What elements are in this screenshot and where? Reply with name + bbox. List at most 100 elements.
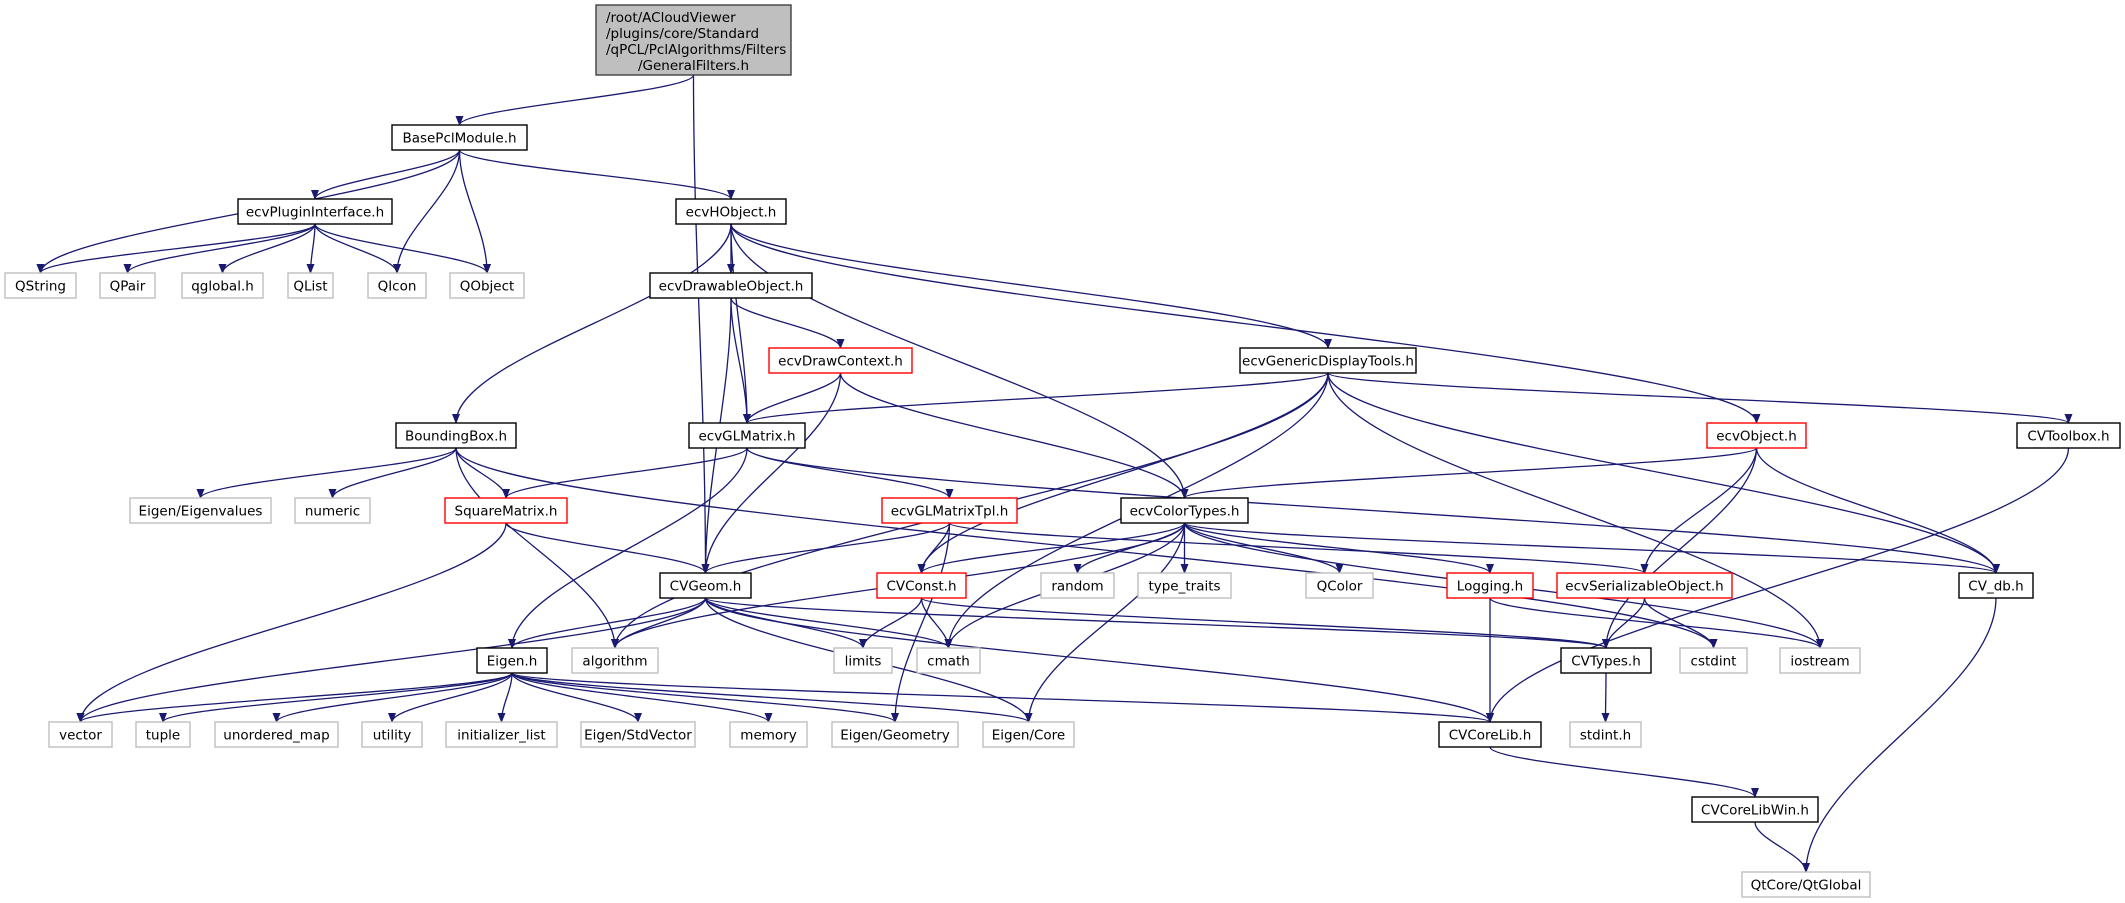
node-label: QColor bbox=[1317, 579, 1363, 595]
node-logging[interactable]: Logging.h bbox=[1446, 572, 1534, 599]
edge-eigenh-to-eigengeometry bbox=[511, 672, 899, 723]
node-label: vector bbox=[59, 728, 102, 744]
node-box bbox=[833, 647, 893, 674]
node-label: ecvGLMatrixTpl.h bbox=[891, 504, 1009, 520]
node-label: Eigen/Eigenvalues bbox=[139, 504, 263, 520]
edge-cvcorelib-to-cvcorelibwin bbox=[1489, 746, 1759, 798]
node-cvconst[interactable]: CVConst.h bbox=[876, 572, 967, 599]
node-label: ecvObject.h bbox=[1716, 429, 1797, 445]
node-label: BasePclModule.h bbox=[402, 131, 516, 147]
node-qobject: QObject bbox=[449, 272, 525, 299]
node-label: QList bbox=[293, 279, 327, 295]
node-cvtypes[interactable]: CVTypes.h bbox=[1560, 647, 1652, 674]
edge-eigenh-to-tuple bbox=[159, 672, 513, 723]
node-label: ecvDrawableObject.h bbox=[659, 279, 804, 295]
node-cvgeom[interactable]: CVGeom.h bbox=[659, 572, 752, 599]
node-root[interactable]: /root/ACloudViewer/plugins/core/Standard… bbox=[595, 4, 792, 76]
node-box bbox=[659, 572, 752, 599]
node-label: CV_db.h bbox=[1968, 579, 2023, 595]
edge-ecvglmatrixtpl-to-cvgeom bbox=[701, 522, 951, 574]
node-ecvplugininterface[interactable]: ecvPluginInterface.h bbox=[237, 198, 393, 225]
node-ecvdrawableobject[interactable]: ecvDrawableObject.h bbox=[649, 272, 813, 299]
node-label: iostream bbox=[1790, 654, 1849, 670]
node-box bbox=[1040, 572, 1115, 599]
node-ecvhobject[interactable]: ecvHObject.h bbox=[675, 198, 787, 225]
edge-ecvcolortypes-to-cvconst bbox=[917, 522, 1186, 574]
node-basepclmodule[interactable]: BasePclModule.h bbox=[391, 124, 528, 151]
node-label-line: /plugins/core/Standard bbox=[606, 26, 759, 42]
edge-ecvglmatrix-to-ecvglmatrixtpl bbox=[746, 447, 954, 499]
edge-ecvgenericdisplaytools-to-ecvglmatrix bbox=[743, 372, 1329, 424]
node-box bbox=[1446, 572, 1534, 599]
node-box bbox=[1120, 497, 1249, 524]
node-eigeneigenvalues: Eigen/Eigenvalues bbox=[129, 497, 272, 524]
node-label: Eigen/StdVector bbox=[584, 728, 692, 744]
edge-cvcorelibwin-to-qtglobal bbox=[1754, 821, 1810, 873]
node-label: stdint.h bbox=[1580, 728, 1631, 744]
node-qcolor: QColor bbox=[1305, 572, 1374, 599]
node-label: CVGeom.h bbox=[670, 579, 742, 595]
node-ecvcolortypes[interactable]: ecvColorTypes.h bbox=[1120, 497, 1249, 524]
edge-squarematrix-to-cvgeom bbox=[505, 522, 710, 574]
node-qlist: QList bbox=[287, 272, 334, 299]
node-eigenstdvector: Eigen/StdVector bbox=[580, 721, 696, 748]
node-label: QtCore/QtGlobal bbox=[1751, 878, 1862, 894]
edge-ecvdrawcontext-to-ecvcolortypes bbox=[839, 372, 1189, 499]
node-label-line: /root/ACloudViewer bbox=[606, 10, 736, 26]
node-box bbox=[445, 721, 558, 748]
node-ecvdrawcontext[interactable]: ecvDrawContext.h bbox=[768, 347, 913, 374]
node-stdint: stdint.h bbox=[1569, 721, 1642, 748]
node-label: cmath bbox=[927, 654, 970, 670]
node-ecvglmatrixtpl[interactable]: ecvGLMatrixTpl.h bbox=[881, 497, 1018, 524]
edge-ecvglmatrixtpl-to-eigengeometry bbox=[891, 522, 951, 723]
node-cvtoolbox[interactable]: CVToolbox.h bbox=[2016, 422, 2121, 449]
edge-boundingbox-to-numeric bbox=[328, 447, 457, 499]
node-label: initializer_list bbox=[457, 728, 545, 744]
node-label: utility bbox=[373, 728, 411, 744]
edge-eigenh-to-utility bbox=[388, 672, 513, 723]
node-box bbox=[287, 272, 334, 299]
node-label: Eigen/Core bbox=[992, 728, 1066, 744]
node-box bbox=[1958, 572, 2034, 599]
node-label: unordered_map bbox=[223, 728, 329, 744]
node-squarematrix[interactable]: SquareMatrix.h bbox=[444, 497, 568, 524]
node-ecvgenericdisplaytools[interactable]: ecvGenericDisplayTools.h bbox=[1239, 347, 1417, 374]
edge-boundingbox-to-squarematrix bbox=[455, 447, 510, 499]
edge-logging-to-iostream bbox=[1489, 597, 1824, 649]
edge-ecvobject-to-ecvserializableobject bbox=[1640, 447, 1758, 574]
node-ecvobject[interactable]: ecvObject.h bbox=[1706, 422, 1807, 449]
edge-cv-db-to-qtglobal bbox=[1802, 597, 1997, 873]
edge-ecvglmatrix-to-eigenh bbox=[508, 447, 748, 649]
edge-boundingbox-to-eigeneigenvalues bbox=[196, 447, 457, 499]
edge-eigenh-to-vector bbox=[76, 672, 513, 723]
node-boundingbox[interactable]: BoundingBox.h bbox=[395, 422, 517, 449]
edge-basepclmodule-to-qicon bbox=[393, 149, 461, 274]
edge-ecvhobject-to-ecvglmatrix bbox=[730, 223, 751, 424]
edge-ecvcolortypes-to-qcolor bbox=[1183, 522, 1344, 574]
node-label: CVToolbox.h bbox=[2027, 429, 2109, 445]
edge-ecvplugininterface-to-qstring bbox=[36, 223, 316, 274]
node-label: random bbox=[1051, 579, 1103, 595]
node-qpair: QPair bbox=[99, 272, 156, 299]
edge-eigenh-to-eigenstdvector bbox=[511, 672, 642, 723]
node-box bbox=[1239, 347, 1417, 374]
node-box bbox=[294, 497, 371, 524]
node-ecvglmatrix[interactable]: ecvGLMatrix.h bbox=[688, 422, 806, 449]
node-label: algorithm bbox=[582, 654, 647, 670]
node-box bbox=[1305, 572, 1374, 599]
node-initializer-list: initializer_list bbox=[445, 721, 558, 748]
node-box bbox=[580, 721, 696, 748]
node-cmath: cmath bbox=[916, 647, 981, 674]
node-ecvserializableobject[interactable]: ecvSerializableObject.h bbox=[1556, 572, 1733, 599]
edge-cvgeom-to-vector bbox=[76, 597, 707, 723]
node-cvcorelib[interactable]: CVCoreLib.h bbox=[1438, 721, 1542, 748]
node-label: ecvDrawContext.h bbox=[778, 354, 903, 370]
edge-ecvgenericdisplaytools-to-cvconst bbox=[917, 372, 1329, 574]
node-box bbox=[729, 721, 808, 748]
node-cvcorelibwin[interactable]: CVCoreLibWin.h bbox=[1691, 796, 1819, 823]
node-qtglobal: QtCore/QtGlobal bbox=[1741, 871, 1871, 898]
node-eigenh[interactable]: Eigen.h bbox=[476, 647, 548, 674]
node-cv-db[interactable]: CV_db.h bbox=[1958, 572, 2034, 599]
edge-root-to-basepclmodule bbox=[455, 74, 695, 126]
node-label: QPair bbox=[110, 279, 146, 295]
